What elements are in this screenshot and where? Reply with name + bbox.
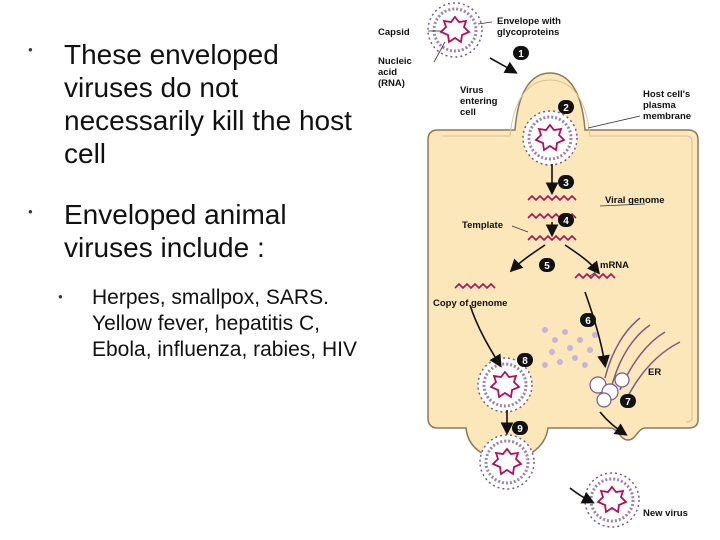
label-host-membrane-2: plasma: [643, 100, 676, 111]
svg-text:1: 1: [518, 49, 524, 60]
step-badge-1: 1: [513, 46, 529, 60]
bullet-text-1: These enveloped viruses do not necessari…: [64, 39, 352, 169]
label-host-membrane-3: membrane: [643, 111, 691, 122]
sub-bullet-marker: ●: [58, 292, 63, 301]
step-badge-8: 8: [517, 353, 533, 367]
svg-text:4: 4: [563, 216, 569, 227]
label-nucleic-1: Nucleic: [378, 56, 412, 67]
label-copy-of-genome: Copy of genome: [433, 298, 507, 309]
label-virus-entering-3: cell: [460, 107, 476, 118]
label-nucleic-2: acid: [378, 67, 397, 78]
process-arrows: [469, 57, 628, 504]
step-badges: 1 2 3 4 5 6 7 8 9: [512, 46, 636, 435]
virus-particle-new: [583, 471, 641, 529]
vesicles: [589, 372, 630, 408]
virus-particle-budding: [478, 433, 536, 491]
step-badge-2: 2: [558, 100, 574, 114]
svg-text:2: 2: [563, 103, 569, 114]
protein-dots: [542, 327, 598, 368]
label-envelope-1: Envelope with: [497, 16, 561, 27]
label-nucleic-3: (RNA): [378, 78, 405, 89]
bullet-marker: ●: [28, 207, 33, 216]
bullet-marker: ●: [28, 45, 33, 54]
svg-text:9: 9: [517, 424, 523, 435]
svg-text:7: 7: [625, 397, 631, 408]
label-leader-lines: [428, 21, 646, 277]
bullet-text-2: Enveloped animal viruses include :: [64, 199, 287, 263]
label-host-membrane-1: Host cell's: [643, 89, 690, 100]
step-badge-4: 4: [558, 213, 574, 227]
step-badge-7: 7: [620, 394, 636, 408]
sub-bullet-text: Herpes, smallpox, SARS. Yellow fever, he…: [92, 286, 357, 361]
label-mrna: mRNA: [600, 260, 629, 271]
host-cell-membrane-inner: [442, 79, 693, 423]
svg-text:6: 6: [585, 316, 591, 327]
step-badge-9: 9: [512, 421, 528, 435]
label-template: Template: [462, 220, 503, 231]
label-virus-entering-1: Virus: [460, 85, 484, 96]
label-er: ER: [648, 367, 661, 378]
step-badge-3: 3: [558, 175, 574, 189]
label-new-virus: New virus: [643, 508, 688, 519]
virus-particle-entering: [521, 109, 579, 167]
virus-particle-outside: [426, 1, 484, 59]
svg-text:8: 8: [522, 356, 528, 367]
step-badge-6: 6: [580, 313, 596, 327]
label-viral-genome: Viral genome: [605, 195, 665, 206]
er-structure: [604, 317, 681, 397]
svg-text:5: 5: [544, 261, 550, 272]
label-envelope-2: glycoproteins: [497, 27, 559, 38]
step-badge-5: 5: [539, 258, 555, 272]
label-virus-entering-2: entering: [460, 96, 498, 107]
label-capsid: Capsid: [378, 27, 410, 38]
svg-text:3: 3: [563, 178, 569, 189]
